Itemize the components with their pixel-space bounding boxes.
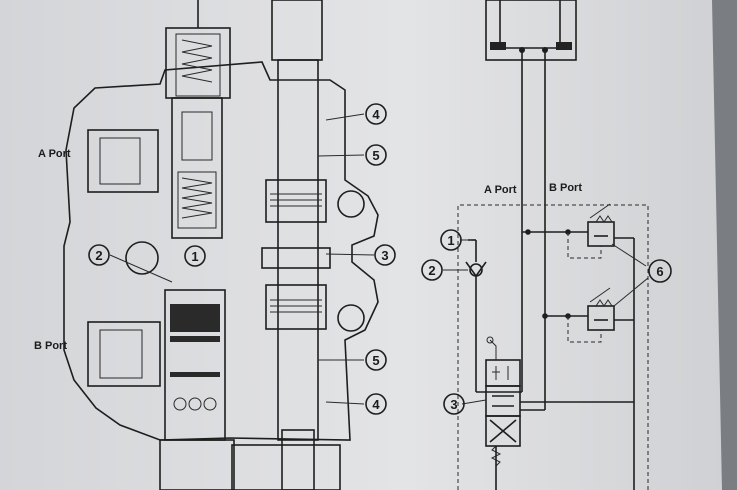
svg-text:3: 3: [450, 397, 457, 412]
svg-text:3: 3: [381, 248, 388, 263]
callout-2: 2: [88, 244, 110, 266]
relief-valve-upper: [567, 203, 635, 490]
schematic-callout-2: 2: [421, 259, 443, 281]
passage-circle-left: [125, 241, 159, 275]
check-valve-symbol: [465, 239, 487, 392]
callout-3: 3: [374, 244, 396, 266]
svg-text:4: 4: [372, 397, 380, 412]
schematic-callout-3: 3: [443, 393, 465, 415]
svg-text:5: 5: [372, 148, 379, 163]
schematic-callout-6: 6: [648, 259, 672, 283]
relief-valve-lower: [567, 287, 634, 343]
b-port-recess: [87, 321, 161, 387]
schematic-callout-1: 1: [440, 229, 462, 251]
callout-1: 1: [184, 245, 206, 267]
valve-section-view: A Port B Port 1 2 3 4 5: [34, 0, 396, 490]
svg-text:2: 2: [95, 248, 102, 263]
callout-4-upper: 4: [365, 103, 387, 125]
svg-text:6: 6: [656, 264, 663, 279]
valve-body-hatched: [63, 61, 379, 441]
section-b-port-label: B Port: [34, 340, 67, 352]
cylinder-symbol: [485, 0, 577, 61]
svg-text:5: 5: [372, 353, 379, 368]
svg-text:4: 4: [372, 107, 380, 122]
svg-text:1: 1: [447, 233, 454, 248]
callout-5-upper: 5: [365, 144, 387, 166]
hydraulic-schematic: A Port B Port: [421, 0, 672, 490]
svg-text:1: 1: [191, 249, 198, 264]
schematic-b-port-label: B Port: [549, 182, 582, 194]
directional-control-valve: [476, 336, 634, 490]
svg-text:2: 2: [428, 263, 435, 278]
schematic-a-port-label: A Port: [484, 184, 517, 196]
passage-circle-right-upper: [337, 190, 365, 218]
poppet-bore: [171, 97, 223, 239]
callout-4-lower: 4: [365, 393, 387, 415]
passage-circle-right-lower: [337, 304, 365, 332]
section-a-port-label: A Port: [38, 148, 71, 160]
callout-5-lower: 5: [365, 349, 387, 371]
a-port-recess: [87, 129, 159, 193]
valve-section-boundary: [457, 204, 649, 490]
spool: [277, 59, 319, 441]
page-edge-shadow: [712, 0, 737, 490]
